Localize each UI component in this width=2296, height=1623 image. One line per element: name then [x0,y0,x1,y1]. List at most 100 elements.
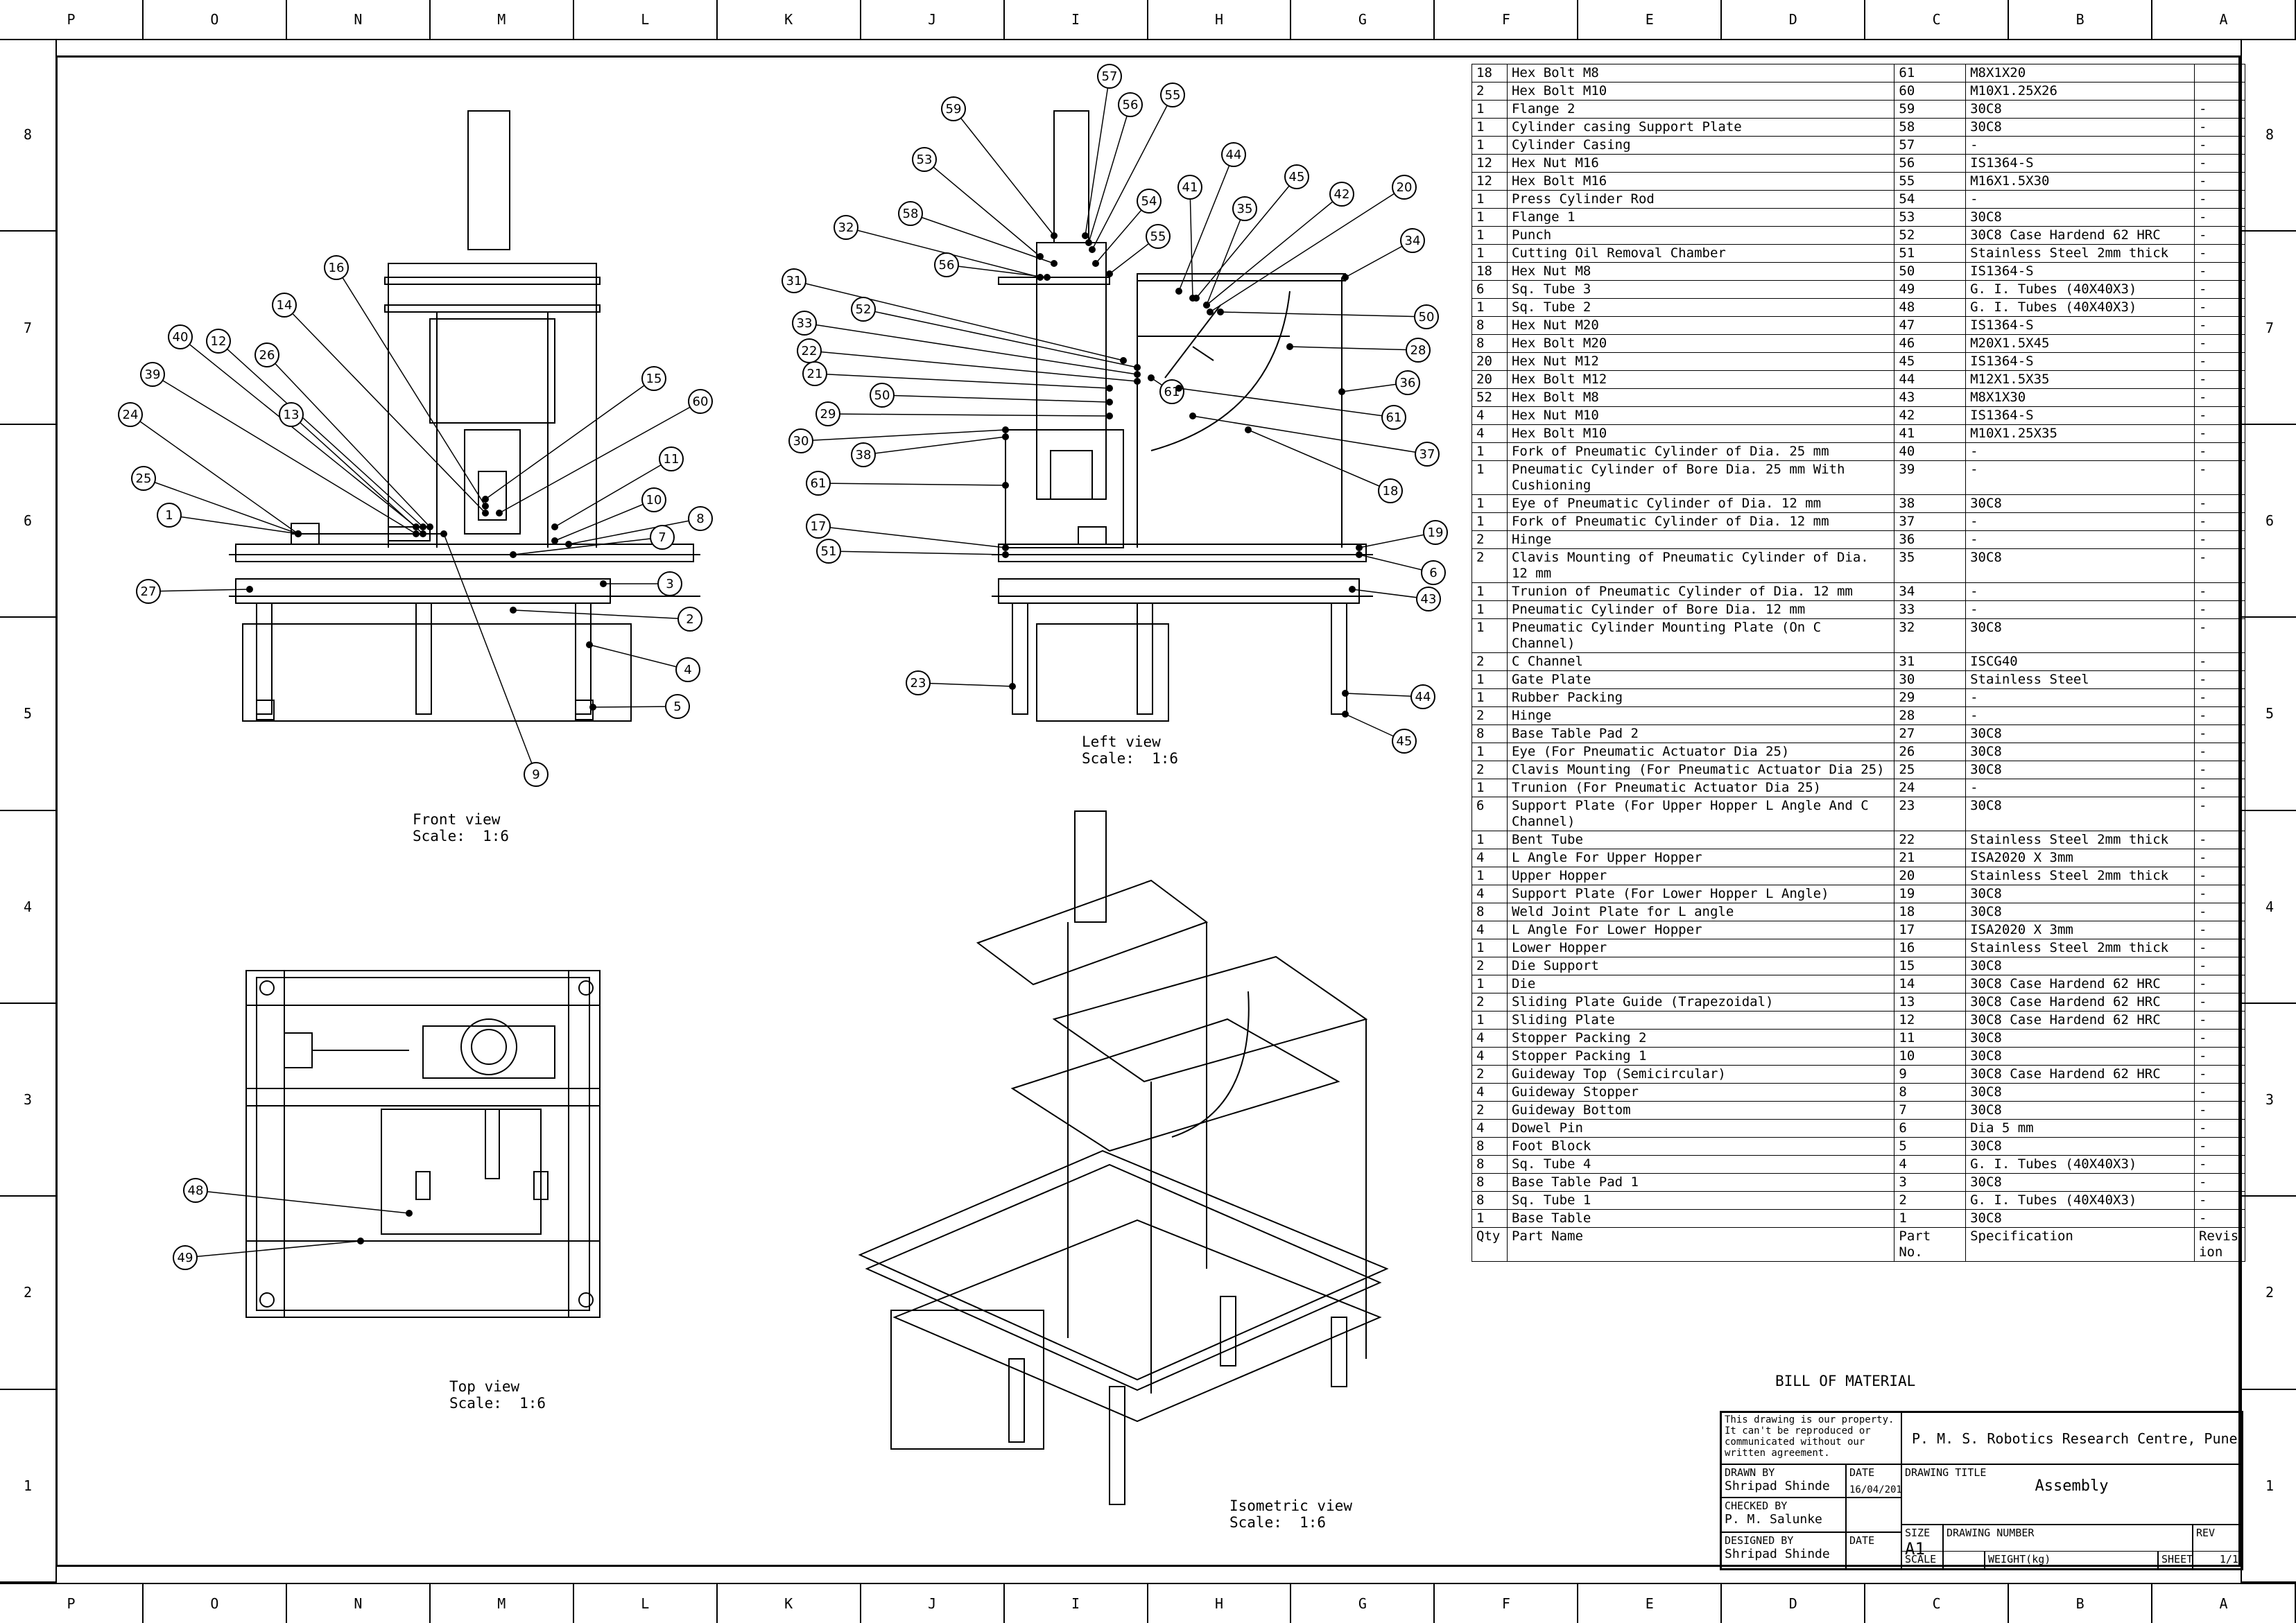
bom-cell-spec: 30C8 [1965,208,2195,227]
leader-line [828,550,1006,555]
balloon-circle [157,503,182,528]
leader-line [512,609,691,620]
callout-balloon: 52 [851,297,1141,371]
leader-dot [420,523,426,530]
leader-line [818,526,1006,548]
leader-dot [295,530,302,537]
bom-cell-spec: G. I. Tubes (40X40X3) [1965,280,2195,299]
balloon-number: 28 [1410,343,1426,358]
bom-cell-rev: - [2193,618,2246,653]
bom-cell-name: Stopper Packing 1 [1506,1047,1895,1066]
leader-dot [600,580,607,587]
balloon-number: 11 [664,452,680,467]
callout-balloon: 14 [272,293,489,517]
bom-header-revision: Revis ion [2193,1227,2246,1262]
balloon-number: 9 [532,767,540,782]
bom-cell-spec: Stainless Steel 2mm thick [1965,244,2195,263]
callout-balloon: 22 [797,338,1141,385]
zone-column-m: M [431,0,574,39]
leader-dot [440,530,447,537]
callout-balloon: 12 [206,329,426,530]
callout-balloon: 44 [1342,684,1435,709]
isometric-view-scale: Scale: 1:6 [1229,1514,1327,1531]
bom-cell-name: Dowel Pin [1506,1119,1895,1138]
balloon-circle [1137,189,1162,214]
balloon-circle [1406,338,1431,363]
drawing-title-label: DRAWING TITLE [1905,1466,1987,1479]
bom-cell-qty: 2 [1471,1065,1508,1084]
balloon-circle [524,762,549,787]
balloon-circle [1221,142,1246,167]
bom-cell-name: Hinge [1506,530,1895,549]
bom-cell-name: Guideway Top (Semicircular) [1506,1065,1895,1084]
balloon-circle [906,670,931,695]
bom-cell-spec: ISA2020 X 3mm [1965,849,2195,867]
designed-date-label: DATE [1849,1534,1875,1547]
left-view-title: Left view [1082,734,1161,750]
bom-cell-rev: - [2193,670,2246,689]
bom-cell-name: Fork of Pneumatic Cylinder of Dia. 25 mm [1506,442,1895,461]
left-view-scale: Scale: 1:6 [1082,750,1179,767]
callout-balloon: 17 [806,514,1009,551]
bom-cell-qty: 8 [1471,1155,1508,1174]
leader-line [291,414,424,535]
bom-cell-spec: IS1364-S [1965,154,2195,173]
balloon-circle [688,389,713,414]
leader-dot [1189,413,1196,419]
bom-cell-rev: - [2193,1065,2246,1084]
zone-column-i: I [1005,0,1148,39]
drawn-by-cell: DRAWN BY Shripad Shinde [1721,1464,1846,1498]
drawing-title-cell: DRAWING TITLE Assembly [1901,1464,2242,1525]
bom-cell-rev: - [2193,190,2246,209]
bom-cell-rev: - [2193,779,2246,797]
leader-dot [1089,246,1096,253]
bom-cell-rev: - [2193,724,2246,743]
title-block: This drawing is our property. It can't b… [1720,1411,2243,1570]
bom-cell-name: Hex Bolt M12 [1506,370,1895,389]
leader-line [1352,589,1429,600]
balloon-number: 2 [686,612,693,627]
leader-dot [1092,260,1099,267]
leader-line [1178,154,1234,292]
leader-dot [1286,343,1293,350]
balloon-number: 61 [1386,410,1402,425]
balloon-circle [806,514,831,539]
bom-cell-spec: - [1965,512,2195,531]
bom-cell-rev: - [2193,244,2246,263]
bom-cell-no: 18 [1894,903,1967,921]
bom-cell-qty: 1 [1471,743,1508,761]
leader-line [284,304,486,514]
bom-cell-name: Support Plate (For Upper Hopper L Angle … [1506,797,1895,831]
bom-cell-spec: 30C8 [1965,724,2195,743]
bom-cell-qty: 1 [1471,939,1508,957]
bom-cell-name: Hex Bolt M10 [1506,424,1895,443]
zone-column-k: K [718,1584,861,1623]
bom-cell-name: Eye of Pneumatic Cylinder of Dia. 12 mm [1506,494,1895,513]
bom-cell-no: 1 [1894,1209,1967,1228]
balloon-circle [168,324,193,349]
bom-cell-name: Bent Tube [1506,831,1895,849]
bom-cell-rev: - [2193,1173,2246,1192]
bom-cell-name: Support Plate (For Lower Hopper L Angle) [1506,885,1895,903]
bom-cell-name: Die Support [1506,957,1895,975]
leader-dot [1120,357,1127,364]
leader-dot [1002,433,1009,440]
zone-column-c: C [1865,0,2010,39]
bom-cell-spec: G. I. Tubes (40X40X3) [1965,1155,2195,1174]
bom-cell-rev: - [2193,867,2246,885]
bom-cell-no: 17 [1894,921,1967,939]
balloon-number: 30 [793,434,809,449]
callout-balloon: 15 [482,366,666,503]
zone-row-8: 8 [0,39,55,232]
leader-line [800,429,1006,442]
front-view-drawing [229,110,700,722]
